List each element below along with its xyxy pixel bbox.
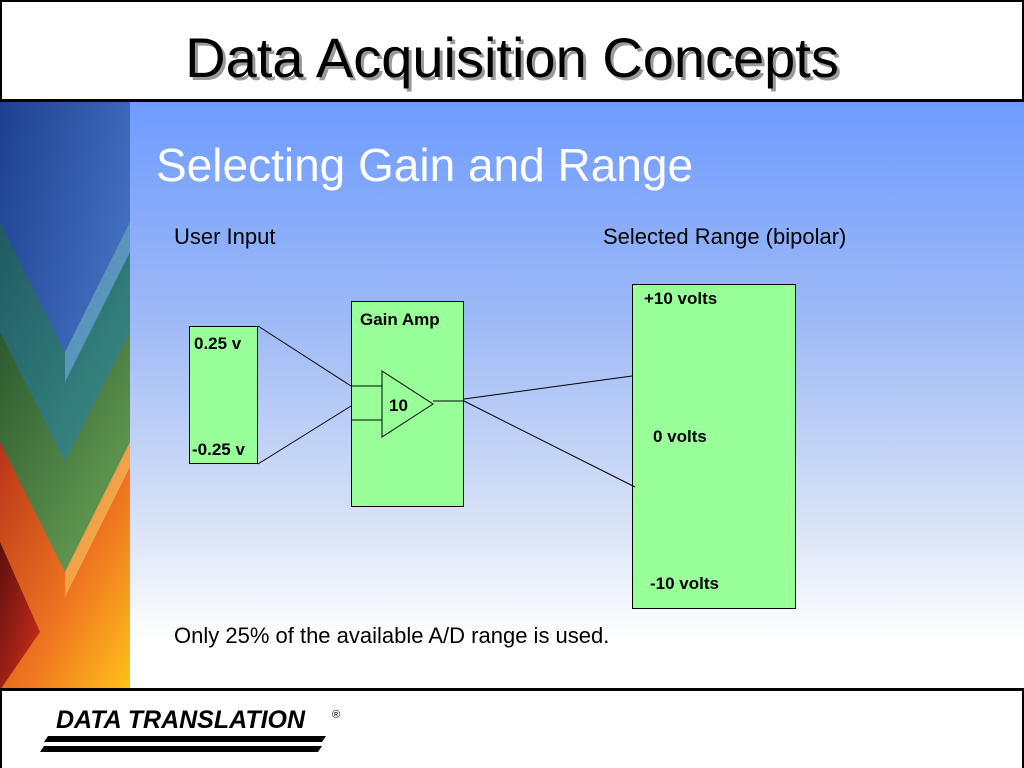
input-top-wire [257,325,352,387]
footer [0,691,1024,768]
footer-divider [0,688,1024,691]
output-bottom-wire [463,400,636,488]
logo-text: DATA TRANSLATION [56,706,306,734]
title-bar [0,0,1024,102]
chevron-art-svg [0,102,130,690]
content-area [130,102,1024,690]
range-box [632,284,796,609]
range-mid-label: 0 volts [653,427,707,446]
gain-amp-label: Gain Amp [360,310,440,329]
slide-subtitle: Selecting Gain and Range [156,139,694,191]
input-bottom-label: -0.25 v [192,440,245,459]
amplifier-triangle [381,370,434,438]
range-bottom-label: -10 volts [650,574,719,593]
range-top-label: +10 volts [644,289,718,308]
user-input-label: User Input [174,224,276,249]
footnote: Only 25% of the available A/D range is u… [174,623,610,648]
input-bottom-wire [257,405,352,465]
input-top-label: 0.25 v [194,334,242,353]
gain-value: 10 [389,396,408,415]
decorative-chevron-art [0,102,130,690]
slide-title: Data Acquisition Concepts [185,26,839,89]
output-top-wire [463,375,633,400]
registered-mark: ® [332,709,341,721]
input-voltage-box [189,326,258,464]
selected-range-label: Selected Range (bipolar) [603,224,847,249]
